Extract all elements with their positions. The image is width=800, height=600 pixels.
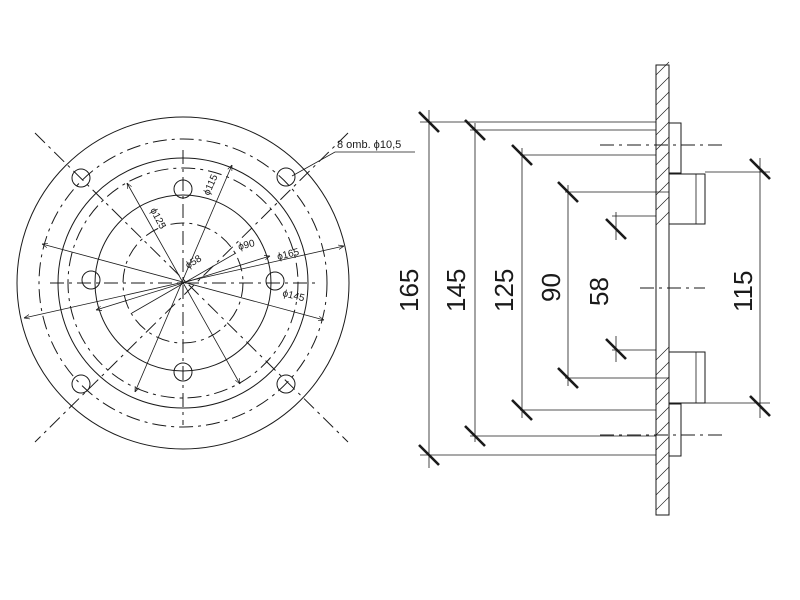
dim-text-90: 90 xyxy=(536,273,566,302)
bolt-hole xyxy=(276,374,296,394)
label-d125: ϕ125 xyxy=(147,206,167,231)
dim-text-115: 115 xyxy=(728,271,758,312)
dim-text-58: 58 xyxy=(584,277,614,306)
bolt-hole xyxy=(71,374,91,394)
circle-d165 xyxy=(16,116,350,450)
flange-hatching xyxy=(655,61,670,511)
flange-plate xyxy=(655,64,670,516)
bolt-hole xyxy=(71,168,91,188)
inner-ring-bottom xyxy=(668,403,682,457)
bolt-hole xyxy=(276,167,296,187)
front-dimension-lines xyxy=(24,165,344,392)
inner-ring-top xyxy=(668,122,682,174)
pipe-stub-bottom xyxy=(669,351,706,404)
label-d145: ϕ145 xyxy=(281,288,306,304)
note-leader-line xyxy=(291,151,415,177)
dimension-ticks xyxy=(418,111,771,466)
section-view: 165 145 125 90 58 115 xyxy=(394,61,771,516)
dim-line-d58 xyxy=(131,252,237,314)
section-dimension-lines xyxy=(428,110,761,468)
dim-line-d90 xyxy=(96,256,270,310)
front-view: 8 omb. ϕ10,5 ϕ125 ϕ115 ϕ58 ϕ90 ϕ165 ϕ145 xyxy=(16,116,415,450)
pipe-stub-top xyxy=(669,173,706,225)
bolt-hole xyxy=(81,270,101,290)
label-d58: ϕ58 xyxy=(184,253,204,271)
label-d115: ϕ115 xyxy=(202,173,221,198)
extension-lines xyxy=(420,121,770,456)
bolt-hole xyxy=(265,271,285,291)
label-d90: ϕ90 xyxy=(237,238,256,253)
label-d165: ϕ165 xyxy=(276,247,301,263)
dim-text-165: 165 xyxy=(394,269,424,312)
dim-text-145: 145 xyxy=(441,269,471,312)
dim-text-125: 125 xyxy=(489,269,519,312)
hole-note: 8 omb. ϕ10,5 xyxy=(337,139,401,151)
dim-line-d115 xyxy=(134,165,233,392)
